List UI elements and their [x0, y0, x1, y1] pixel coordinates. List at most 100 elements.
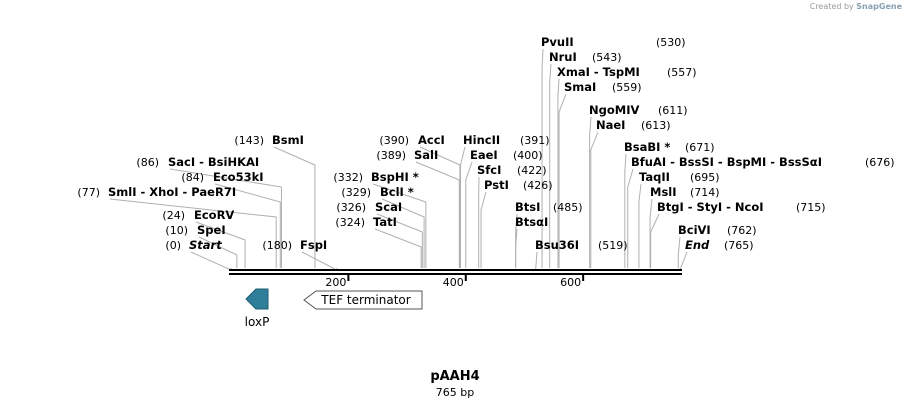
- plasmid-length: 765 bp: [435, 386, 475, 399]
- site-label-taqii[interactable]: TaqII(695): [639, 170, 720, 184]
- site-label-btgi[interactable]: BtgI - StyI - NcoI(715): [657, 200, 826, 214]
- site-label-start[interactable]: (0)Start: [165, 238, 222, 252]
- enzyme-name: BtsI: [515, 200, 540, 214]
- site-label-scai[interactable]: (326) ScaI: [336, 200, 402, 214]
- site-line: [459, 146, 466, 268]
- enzyme-name: PvuII: [541, 35, 574, 49]
- site-label-sali[interactable]: (389)SalI: [376, 148, 438, 162]
- ruler-tick-label: 600: [560, 276, 581, 289]
- site-label-ngomiv[interactable]: NgoMIV (611): [589, 103, 688, 117]
- site-line: [535, 251, 538, 271]
- site-line: [541, 48, 544, 268]
- enzyme-position: (10): [165, 224, 188, 237]
- site-line: [190, 251, 232, 271]
- site-line: [169, 168, 282, 268]
- enzyme-position: (543): [592, 51, 622, 64]
- enzyme-name: PstI: [484, 178, 509, 192]
- site-label-eaei[interactable]: EaeI(400): [470, 148, 543, 162]
- site-line: [558, 93, 567, 268]
- site-label-bsu36i[interactable]: Bsu36I(519): [535, 238, 628, 252]
- site-label-ecorv[interactable]: (24)EcoRV: [162, 208, 234, 222]
- enzyme-position: (676): [865, 156, 895, 169]
- site-label-saci[interactable]: (86)SacI - BsiHKAI: [136, 155, 259, 169]
- tef-terminator-label: TEF terminator: [320, 293, 410, 307]
- site-line: [549, 63, 552, 268]
- enzyme-position: (611): [658, 104, 688, 117]
- site-label-psti[interactable]: PstI (426): [484, 178, 553, 192]
- site-line: [590, 131, 599, 268]
- site-line: [301, 251, 338, 271]
- site-label-smai[interactable]: SmaI(559): [564, 80, 642, 94]
- site-label-tati[interactable]: (324)TatI: [335, 215, 397, 229]
- enzyme-position: (671): [685, 141, 715, 154]
- site-label-naei[interactable]: NaeI(613): [596, 118, 671, 132]
- site-label-xmai[interactable]: XmaI - TspMI (557): [557, 65, 697, 79]
- enzyme-position: (762): [727, 224, 757, 237]
- end-label: End: [685, 238, 710, 252]
- site-label-bcivi[interactable]: BciVI (762): [678, 223, 757, 237]
- enzyme-name: SmlI - XhoI - PaeR7I: [108, 185, 236, 199]
- site-line: [650, 213, 660, 268]
- enzyme-name: TaqII: [639, 170, 670, 184]
- enzyme-name: AccI: [418, 133, 445, 147]
- enzyme-name: SfcI: [477, 163, 501, 177]
- enzyme-position: (485): [553, 201, 583, 214]
- loxp-arrow[interactable]: [245, 288, 269, 310]
- feature-tef-terminator[interactable]: TEF terminator: [303, 290, 423, 310]
- site-line: [374, 228, 422, 268]
- plasmid-name: pAAH4: [430, 369, 480, 384]
- site-label-fspi[interactable]: (180)FspI: [262, 238, 327, 252]
- site-line: [195, 221, 246, 268]
- site-label-msli[interactable]: MslI(714): [650, 185, 720, 199]
- site-line: [649, 198, 653, 268]
- site-line: [372, 183, 427, 268]
- enzyme-name: EaeI: [470, 148, 498, 162]
- enzyme-name: FspI: [300, 238, 327, 252]
- site-label-nrui[interactable]: NruI(543): [549, 50, 622, 64]
- site-line: [515, 228, 518, 268]
- site-lines: [109, 48, 688, 271]
- ruler-tick-label: 400: [443, 276, 464, 289]
- enzyme-position: (715): [796, 201, 826, 214]
- enzyme-name: Bsu36I: [535, 238, 579, 252]
- enzyme-name: SacI - BsiHKAI: [168, 155, 259, 169]
- site-label-eco53ki[interactable]: (84)Eco53kI: [181, 170, 263, 184]
- site-label-hincii[interactable]: HincII(391): [463, 133, 550, 147]
- feature-loxp[interactable]: loxP: [245, 288, 270, 329]
- enzyme-position: (329): [341, 186, 371, 199]
- site-line: [376, 213, 423, 268]
- site-label-spei[interactable]: (10)SpeI: [165, 223, 225, 237]
- site-label-bsmi[interactable]: (143)BsmI: [234, 133, 303, 147]
- site-label-end[interactable]: End(765): [685, 238, 754, 252]
- enzyme-name: NgoMIV: [589, 103, 639, 117]
- site-label-btsi[interactable]: BtsI (485): [515, 200, 583, 214]
- enzyme-position: (326): [336, 201, 366, 214]
- enzyme-position: (24): [162, 209, 185, 222]
- site-label-acci[interactable]: (390)AccI: [379, 133, 444, 147]
- enzyme-name: XmaI - TspMI: [557, 65, 640, 79]
- site-label-smli[interactable]: (77)SmlI - XhoI - PaeR7I: [77, 185, 236, 199]
- enzyme-position: (426): [523, 179, 553, 192]
- enzyme-name: Eco53kI: [213, 170, 264, 184]
- site-label-bsphi[interactable]: (332) BspHI *: [333, 170, 418, 184]
- enzyme-name: BtsαI: [515, 215, 548, 229]
- site-label-bfuai[interactable]: BfuAI - BssSI - BspMI - BssSαI(676): [631, 155, 895, 169]
- site-label-btsai[interactable]: BtsαI: [515, 215, 548, 229]
- enzyme-position: (332): [333, 171, 363, 184]
- tef-terminator-arrow[interactable]: [303, 290, 423, 310]
- site-label-bsabi[interactable]: BsaBI * (671): [624, 140, 715, 154]
- snapgene-credit: Created by SnapGene: [810, 2, 902, 11]
- enzyme-position: (389): [376, 149, 406, 162]
- enzyme-position: (557): [667, 66, 697, 79]
- enzyme-name: BsaBI *: [624, 140, 670, 154]
- site-label-pvuii[interactable]: PvuII(530): [541, 35, 686, 49]
- enzyme-position: (714): [690, 186, 720, 199]
- enzyme-name: ScaI: [375, 200, 402, 214]
- site-label-sfci[interactable]: SfcI(422): [477, 163, 547, 177]
- site-label-bcli[interactable]: (329)BclI *: [341, 185, 413, 199]
- enzyme-name: BciVI: [678, 223, 711, 237]
- enzyme-name: BspHI *: [371, 170, 419, 184]
- enzyme-position: (0): [165, 239, 181, 252]
- site-line: [557, 78, 560, 268]
